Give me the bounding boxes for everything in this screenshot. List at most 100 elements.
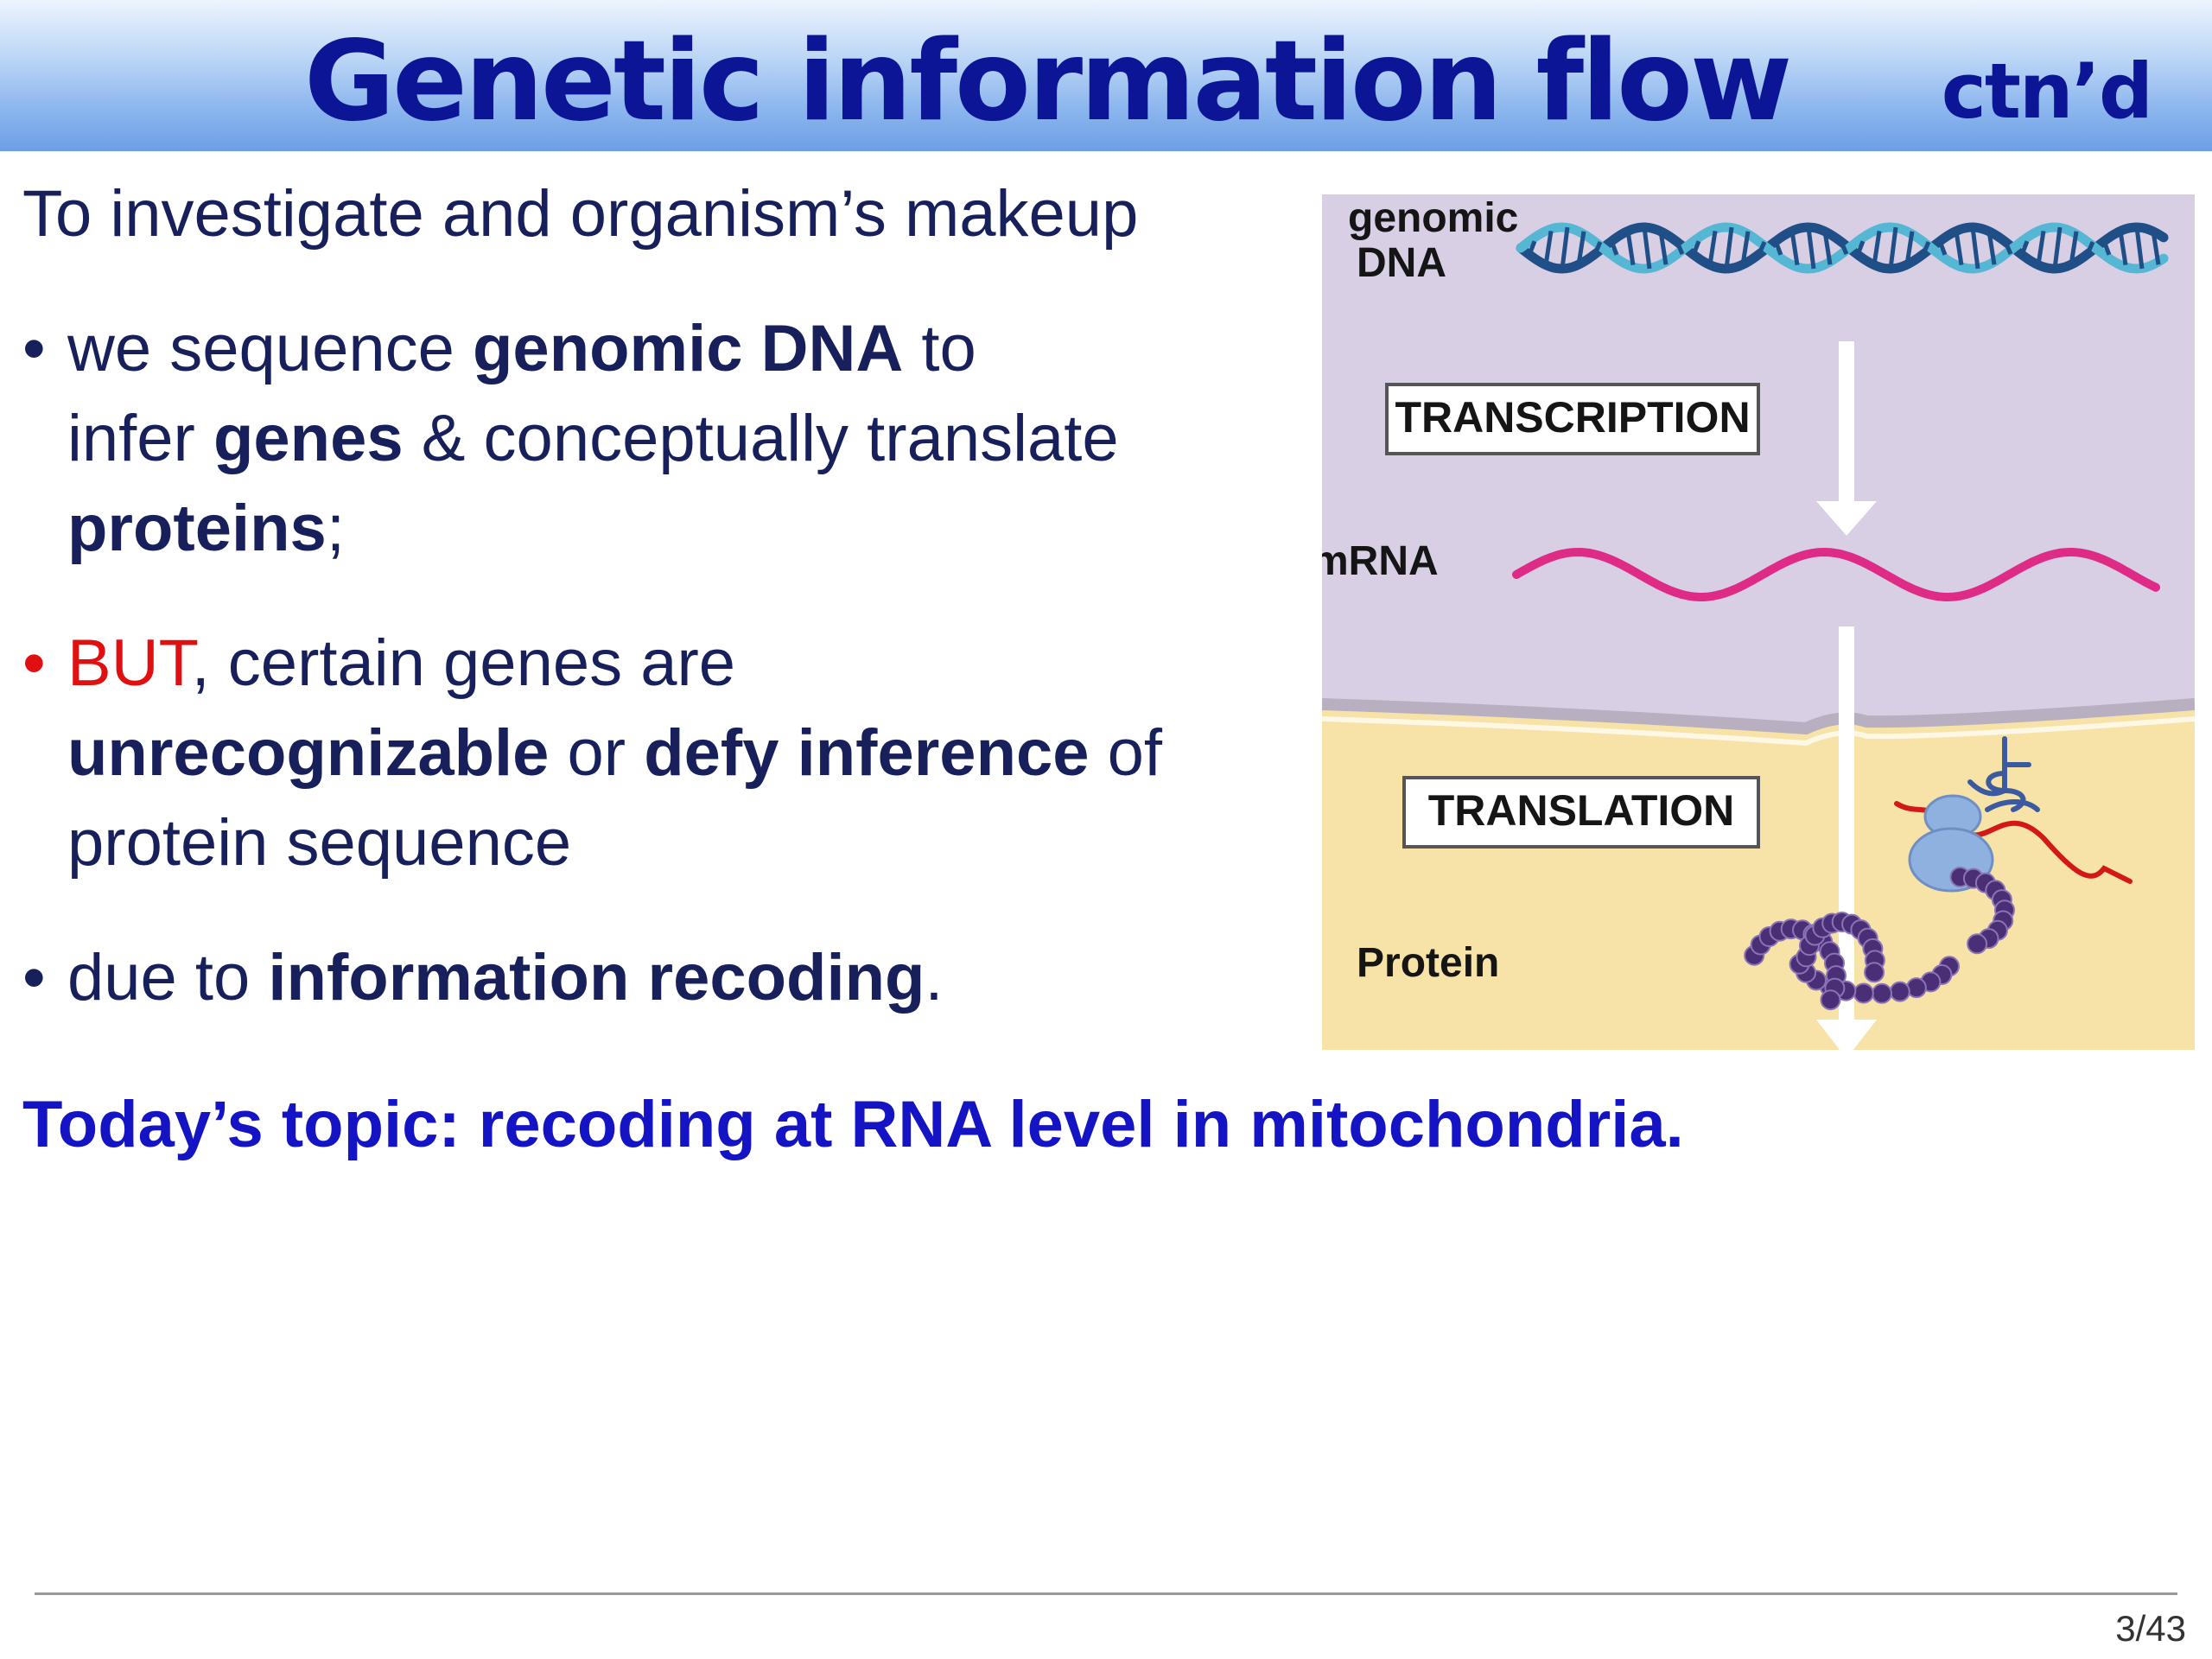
dna-base-pair — [1576, 231, 1586, 265]
bold-run: unrecognizable — [67, 716, 550, 790]
dna-base-pair — [1757, 240, 1767, 256]
dna-base-pair — [1625, 230, 1636, 266]
dna-base-pair — [1527, 240, 1537, 256]
dna-base-pair — [2085, 240, 2095, 256]
dna-base-pair — [2151, 231, 2161, 265]
text-run: of — [1089, 716, 1163, 790]
translation-box — [1402, 776, 1760, 849]
protein-chain-icon — [1744, 867, 2015, 1011]
amino-acid-bead — [1864, 962, 1885, 983]
bold-run: genomic DNA — [473, 312, 904, 385]
dna-base-pair — [2036, 230, 2046, 266]
label-genomic: genomic — [1348, 195, 1518, 241]
text-run: to — [903, 312, 976, 385]
dna-base-pair — [1839, 240, 1849, 256]
amino-acid-bead — [1820, 989, 1841, 1011]
dna-base-pair — [2052, 226, 2063, 270]
text-run: , certain genes are — [191, 626, 736, 700]
transcription-box — [1385, 383, 1760, 455]
dna-base-pair — [1543, 230, 1554, 266]
gene-expression-diagram: genomic DNA TRANSCRIPTION mRNA — [1322, 194, 2195, 1050]
label-mrna: mRNA — [1322, 538, 1439, 584]
dna-base-pair — [1904, 231, 1915, 265]
text-run: . — [925, 941, 944, 1014]
todays-topic: Today’s topic: recoding at RNA level in … — [22, 1088, 1684, 1161]
amino-acid-bead — [1889, 981, 1910, 1002]
bullet-marker-1: • — [22, 312, 46, 385]
slide-title: Genetic information flow — [304, 17, 1792, 146]
dna-base-pair — [1937, 240, 1948, 256]
trna-icon — [1967, 736, 2040, 812]
bullet-2-line-2: unrecognizable or defy inference of — [67, 709, 1162, 798]
dna-base-pair — [1855, 240, 1866, 256]
arrow-down-icon — [1816, 341, 1877, 536]
title-banner: Genetic information flow ctn’d — [0, 0, 2212, 151]
dna-base-pair — [1822, 231, 1833, 265]
amino-acid-bead — [1872, 982, 1892, 1004]
dna-base-pair — [1724, 226, 1734, 270]
bold-run: defy inference — [644, 716, 1090, 790]
text-run: protein sequence — [67, 806, 572, 880]
dna-base-pair — [1773, 240, 1783, 256]
text-run: or — [549, 716, 645, 790]
bullet-marker-3: • — [22, 941, 46, 1014]
dna-base-pair — [1740, 231, 1751, 265]
dna-base-pair — [1691, 240, 1701, 256]
text-run: due to — [67, 941, 269, 1014]
dna-base-pair — [2118, 230, 2128, 266]
dna-base-pair — [1609, 240, 1619, 256]
amino-acid-bead — [1853, 982, 1874, 1004]
title-continued-label: ctn’d — [1941, 47, 2153, 136]
dna-base-pair — [1642, 226, 1652, 270]
dna-base-pair — [1806, 226, 1816, 270]
dna-base-pair — [1970, 226, 1980, 270]
text-run: & conceptually translate — [403, 402, 1119, 475]
highlight-run: BUT — [67, 626, 192, 700]
dna-base-pair — [2019, 240, 2030, 256]
dna-base-pair — [2069, 231, 2079, 265]
nuclear-envelope — [1322, 698, 2195, 735]
dna-base-pair — [1707, 230, 1718, 266]
dna-base-pairs — [1527, 226, 2161, 270]
label-translation: TRANSLATION — [1428, 786, 1735, 835]
nucleus-region — [1322, 194, 2195, 728]
gene-expression-figure: genomic DNA TRANSCRIPTION mRNA — [1322, 194, 2195, 1050]
bullet-1-line-3: proteins; — [67, 484, 345, 574]
bullet-2-line-1: BUT, certain genes are — [67, 619, 735, 709]
text-run: infer — [67, 402, 213, 475]
dna-strand-b — [1516, 222, 2169, 274]
amino-acid-bead — [1967, 933, 1988, 955]
mrna-strand-icon — [1512, 547, 2160, 601]
label-dna: DNA — [1357, 240, 1446, 286]
dna-base-pair — [1560, 226, 1570, 270]
dna-helix-icon — [1516, 222, 2169, 274]
dna-base-pair — [1675, 240, 1685, 256]
bullet-2-line-3: protein sequence — [67, 798, 571, 888]
dna-base-pair — [1789, 230, 1800, 266]
intro-text: To investigate and organism’s makeup — [22, 177, 1139, 251]
bullet-1-line-1: we sequence genomic DNA to — [67, 304, 976, 394]
bold-run: proteins — [67, 492, 327, 565]
dna-base-pair — [2003, 240, 2013, 256]
dna-base-pair — [1872, 230, 1882, 266]
nuclear-envelope-highlight — [1322, 716, 2195, 747]
dna-base-pair — [2134, 226, 2145, 270]
bold-run: genes — [213, 402, 404, 475]
dna-base-pair — [2101, 240, 2112, 256]
bullet-3-line-1: due to information recoding. — [67, 933, 944, 1023]
bold-run: information recoding — [268, 941, 925, 1014]
dna-base-pair — [1888, 226, 1898, 270]
footer-divider — [35, 1592, 2177, 1595]
text-run: ; — [326, 492, 345, 565]
dna-base-pair — [1921, 240, 1931, 256]
bullet-marker-2: • — [22, 626, 46, 700]
label-protein: Protein — [1357, 940, 1499, 986]
dna-base-pair — [1986, 231, 1997, 265]
bullet-1-line-2: infer genes & conceptually translate — [67, 394, 1119, 484]
dna-base-pair — [1954, 230, 1964, 266]
dna-base-pair — [1592, 240, 1603, 256]
text-run: we sequence — [67, 312, 473, 385]
dna-base-pair — [1658, 231, 1669, 265]
label-transcription: TRANSCRIPTION — [1395, 393, 1750, 442]
